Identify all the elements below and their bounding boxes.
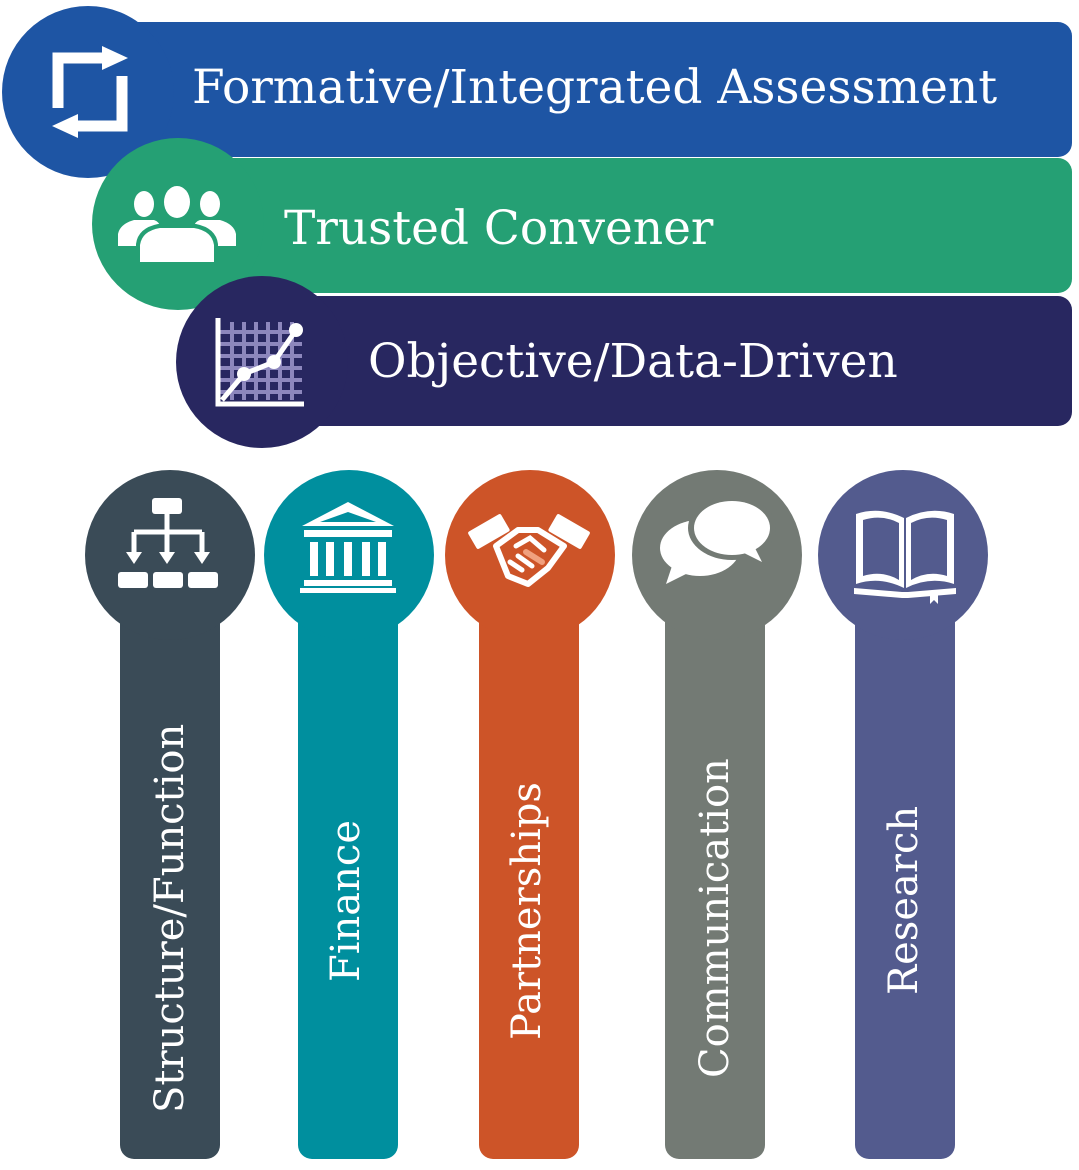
org-chart-icon [118,498,218,588]
line-chart-icon [215,318,304,407]
banner-formative-label: Formative/Integrated Assessment [192,60,998,115]
pillar-partnerships-label: Partnerships [504,782,550,1040]
pillar-communication [665,555,765,1159]
pillar-structure-function [120,555,220,1159]
banner-objective-label: Objective/Data-Driven [368,334,898,389]
pillar-research [855,555,955,1159]
bank-building-icon [300,502,396,593]
pillar-partnerships [479,555,579,1159]
open-book-icon [854,510,956,604]
banner-trusted-convener [175,158,1072,293]
pillar-finance [298,555,398,1159]
speech-bubbles-icon [660,496,776,584]
pillar-finance-label: Finance [323,820,369,982]
banner-trusted-label: Trusted Convener [284,201,714,256]
pillar-structure-label: Structure/Function [147,723,193,1113]
banner-objective-circle [176,276,348,448]
handshake-icon [468,514,590,587]
pillar-communication-label: Communication [692,758,738,1078]
refresh-arrows-icon [52,46,128,138]
pillar-research-label: Research [881,805,927,995]
people-group-icon [118,182,236,262]
banner-objective-data-driven [258,296,1072,426]
banner-formative-assessment [80,22,1072,157]
